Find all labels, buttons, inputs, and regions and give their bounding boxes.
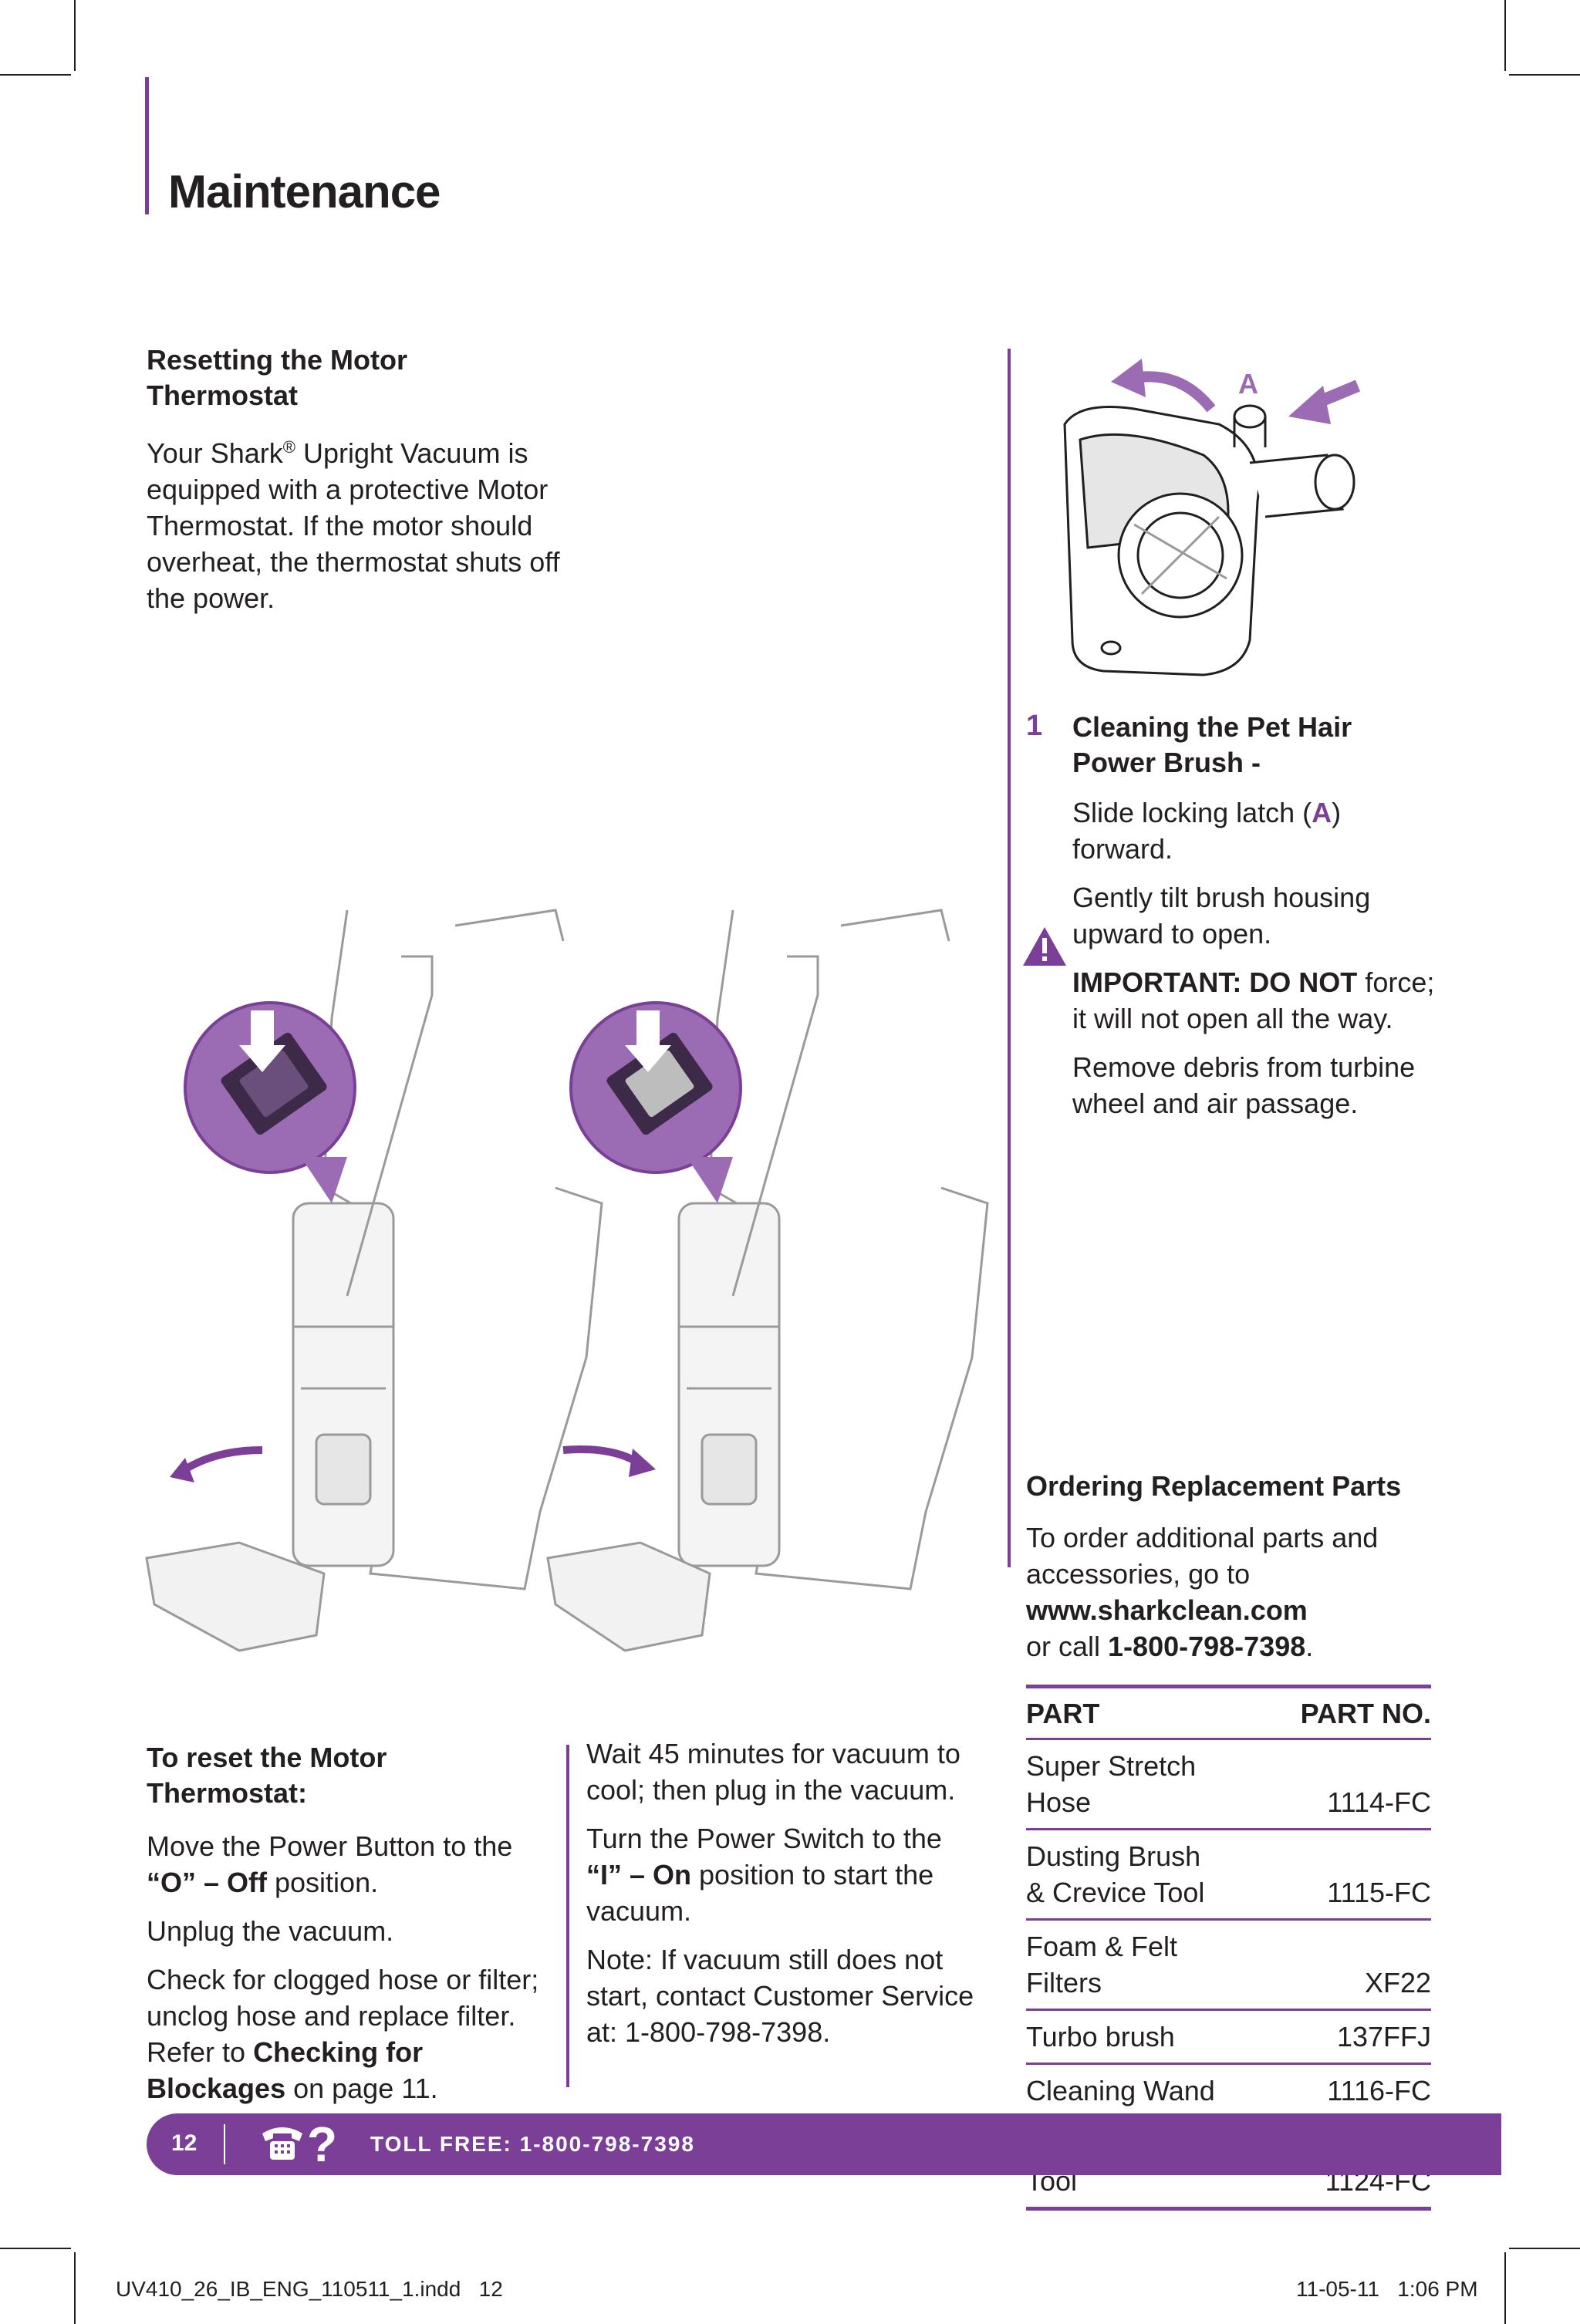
crop-mark: [1509, 74, 1580, 76]
brush-illustration-svg: A: [1063, 359, 1361, 676]
reset-steps-right: Wait 45 minutes for vacuum to cool; then…: [586, 1735, 988, 2063]
title-accent-bar: [145, 77, 149, 214]
ordering-call-post: .: [1305, 1631, 1314, 1662]
reset-step-5-post: position to start the vacuum.: [586, 1859, 934, 1927]
reset-steps-left: To reset the Motor Thermostat: Move the …: [147, 1740, 548, 2119]
reset-heading: To reset the Motor Thermostat:: [147, 1742, 387, 1809]
warning-icon: [1021, 926, 1068, 971]
ordering-text: To order additional parts and accessorie…: [1026, 1520, 1458, 1665]
latch-a-badge: A: [1312, 797, 1332, 828]
reset-step-5: Turn the Power Switch to the “I” – On po…: [586, 1820, 988, 1929]
ordering-phone[interactable]: 1-800-798-7398: [1108, 1631, 1306, 1662]
part-name: Super Stretch Hose: [1026, 1739, 1219, 1830]
brush-important-bold: IMPORTANT: DO NOT: [1072, 966, 1358, 998]
crop-mark: [74, 0, 76, 71]
brush-step-3: Remove debris from turbine wheel and air…: [1072, 1051, 1416, 1119]
part-number: 1114-FC: [1219, 1739, 1431, 1830]
part-number: 1116-FC: [1219, 2063, 1431, 2119]
reset-step-3-pre: Check for clogged hose or filter; unclog…: [147, 1964, 539, 2068]
brush-label-a: A: [1238, 368, 1258, 400]
column-divider: [566, 1745, 569, 2087]
crop-mark: [1504, 0, 1506, 71]
part-number: 1115-FC: [1219, 1829, 1431, 1921]
brush-important-rest: force; it will not open all the way.: [1072, 966, 1435, 1034]
phone-icon: [259, 2123, 306, 2167]
reset-step-1-pre: Move the Power Button to the: [147, 1830, 513, 1862]
part-number: XF22: [1219, 1919, 1431, 2011]
page-title: Maintenance: [168, 166, 441, 218]
crop-mark: [0, 2248, 71, 2249]
reset-step-5-bold: “I” – On: [586, 1859, 692, 1891]
thermostat-heading: Resetting the Motor Thermostat: [147, 344, 407, 411]
crop-mark: [74, 2252, 76, 2324]
ordering-heading: Ordering Replacement Parts: [1026, 1470, 1402, 1502]
power-switch-icon: [569, 1001, 742, 1203]
parts-col-part: PART: [1026, 1685, 1219, 1740]
ordering-url[interactable]: www.sharkclean.com: [1026, 1594, 1308, 1626]
part-name: Foam & Felt Filters: [1026, 1919, 1219, 2011]
registered-mark: ®: [282, 437, 296, 457]
arrow-icon: [1111, 359, 1361, 424]
parts-table-header: PART PART NO.: [1026, 1685, 1431, 1740]
ordering-call-pre: or call: [1026, 1631, 1109, 1662]
brush-number: 1: [1026, 710, 1043, 742]
part-name: Cleaning Wand: [1026, 2063, 1219, 2119]
parts-col-no: PART NO.: [1219, 1685, 1431, 1740]
power-switch-icon: [184, 1001, 356, 1203]
part-name: Dusting Brush & Crevice Tool: [1026, 1829, 1219, 1921]
footer-divider: [224, 2124, 225, 2164]
crop-mark: [1509, 2248, 1580, 2249]
thermostat-intro: Your Shark® Upright Vacuum is equipped w…: [147, 429, 563, 616]
reset-step-1-post: position.: [267, 1867, 379, 1898]
ordering-section: Ordering Replacement Parts To order addi…: [1026, 1469, 1458, 2211]
page-number: 12: [171, 2130, 198, 2156]
right-column-divider: [1008, 349, 1011, 1567]
arrow-icon: [170, 1445, 656, 1482]
reset-step-6: Note: If vacuum still does not start, co…: [586, 1944, 974, 2048]
brush-illustration: A: [1034, 347, 1404, 679]
reset-step-3-post: on page 11.: [285, 2073, 438, 2104]
vacuum-illustration: [123, 895, 1003, 1681]
brush-step-1-post: ) forward.: [1072, 797, 1342, 865]
reset-step-1-bold: “O” – Off: [147, 1867, 268, 1898]
thermostat-intro-line1: Your Shark: [147, 437, 283, 469]
reset-step-3: Check for clogged hose or filter; unclog…: [147, 1961, 548, 2106]
ordering-text-body: To order additional parts and accessorie…: [1026, 1522, 1379, 1590]
brush-important: IMPORTANT: DO NOT force; it will not ope…: [1072, 964, 1443, 1037]
reset-step-4: Wait 45 minutes for vacuum to cool; then…: [586, 1738, 960, 1806]
thermostat-section: Resetting the Motor Thermostat Your Shar…: [147, 342, 563, 629]
reset-step-3-bold: Checking for Blockages: [147, 2036, 424, 2104]
footer-bar: 12 ? TOLL FREE: 1-800-798-7398: [147, 2113, 1501, 2175]
crop-mark: [1504, 2252, 1506, 2324]
brush-step-1-pre: Slide locking latch (: [1072, 797, 1312, 828]
slug-right: 11-05-11 1:06 PM: [1296, 2277, 1478, 2301]
brush-step-2: Gently tilt brush housing upward to open…: [1072, 882, 1371, 950]
vacuum-illustration-svg: [145, 909, 989, 1652]
toll-free-text: TOLL FREE: 1-800-798-7398: [370, 2132, 695, 2156]
reset-step-2: Unplug the vacuum.: [147, 1915, 394, 1947]
question-icon: ?: [307, 2117, 338, 2172]
thermostat-intro-rest: Upright Vacuum is equipped with a protec…: [147, 437, 560, 614]
part-name: Turbo brush: [1026, 2009, 1219, 2065]
reset-step-1: Move the Power Button to the “O” – Off p…: [147, 1828, 548, 1901]
brush-heading: Cleaning the Pet Hair Power Brush -: [1072, 711, 1352, 778]
reset-step-5-pre: Turn the Power Switch to the: [586, 1823, 942, 1854]
slug-left: UV410_26_IB_ENG_110511_1.indd 12: [116, 2277, 503, 2301]
part-number: 137FFJ: [1219, 2009, 1431, 2065]
brush-step-1: Slide locking latch (A) forward.: [1072, 794, 1443, 867]
brush-section: Cleaning the Pet Hair Power Brush - Slid…: [1072, 710, 1443, 1134]
crop-mark: [0, 74, 71, 76]
